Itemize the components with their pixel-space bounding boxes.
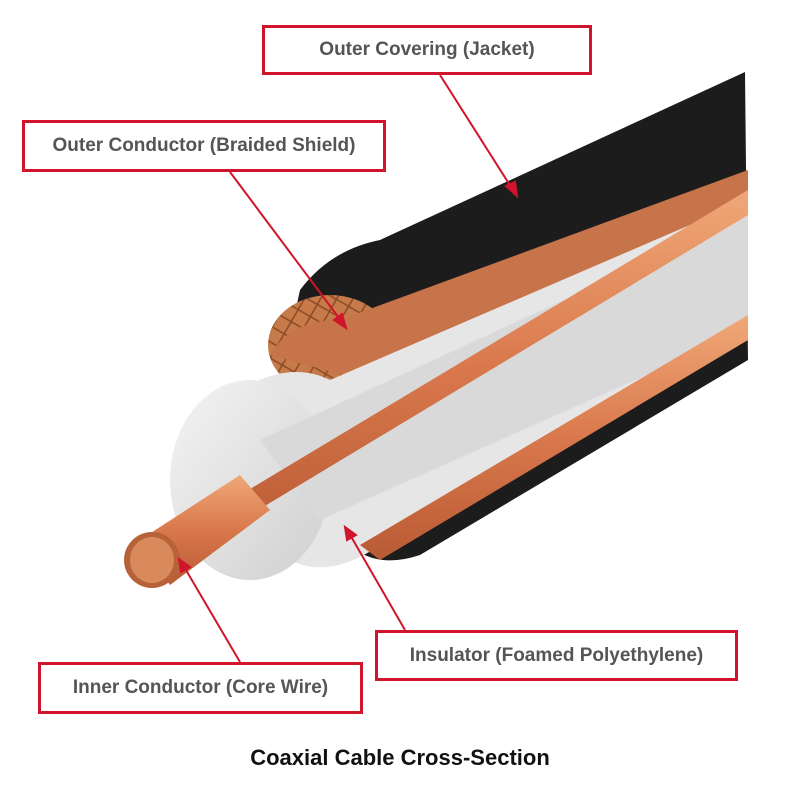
- label-outer-covering: Outer Covering (Jacket): [262, 25, 592, 75]
- label-inner-conductor: Inner Conductor (Core Wire): [38, 662, 363, 714]
- label-insulator: Insulator (Foamed Polyethylene): [375, 630, 738, 681]
- diagram-title: Coaxial Cable Cross-Section: [250, 745, 550, 770]
- label-outer-conductor: Outer Conductor (Braided Shield): [22, 120, 386, 172]
- pointer-lines: [177, 74, 519, 663]
- copper-strip: [190, 190, 748, 545]
